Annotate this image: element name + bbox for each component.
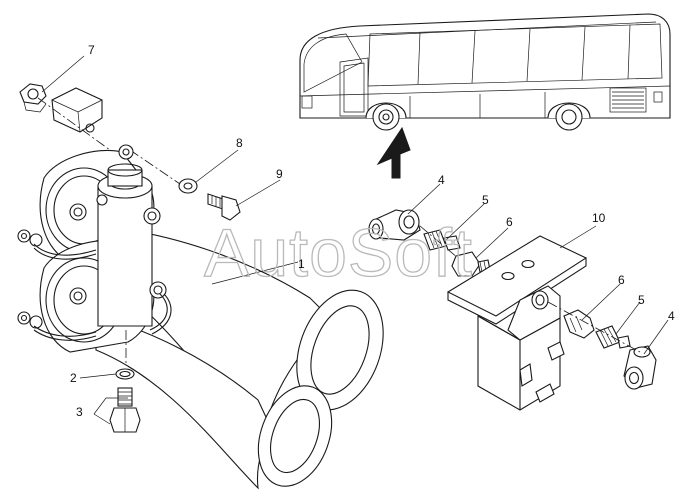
- watermark-text: AutoSoft: [204, 215, 473, 291]
- bolt-part: [207, 193, 241, 221]
- solenoid-valve-part: [446, 235, 588, 411]
- nut-part: [19, 83, 47, 113]
- callout-labels: 7 8 9 4 5 6 10 1 2 3 6 5 4: [70, 43, 675, 419]
- callout-4-lower: 4: [668, 309, 675, 323]
- callout-5-upper: 5: [482, 193, 489, 207]
- location-arrow: [376, 126, 411, 179]
- callout-4-upper: 4: [438, 173, 445, 187]
- callout-6-lower: 6: [618, 273, 625, 287]
- elbow-fitting-lower: [623, 345, 657, 390]
- leader-lines: [41, 55, 669, 425]
- inlet-fitting-part: [109, 387, 141, 433]
- callout-9: 9: [276, 167, 283, 181]
- callout-2: 2: [70, 371, 77, 385]
- washer-part: [178, 178, 198, 194]
- nipple-fitting-upper: [423, 229, 461, 251]
- callout-1: 1: [298, 257, 305, 271]
- seal-washer-part: [115, 368, 135, 380]
- callout-5-lower: 5: [638, 293, 645, 307]
- air-horn-assembly: [17, 144, 384, 490]
- elbow-fitting-upper: [368, 209, 421, 241]
- callout-3: 3: [76, 405, 83, 419]
- callout-10: 10: [592, 211, 606, 225]
- callout-6-upper: 6: [506, 215, 513, 229]
- adapter-fitting-lower: [563, 309, 595, 339]
- callout-8: 8: [236, 136, 243, 150]
- callout-7: 7: [88, 43, 95, 57]
- bus-illustration: [299, 13, 671, 131]
- mounting-bracket: [51, 87, 103, 133]
